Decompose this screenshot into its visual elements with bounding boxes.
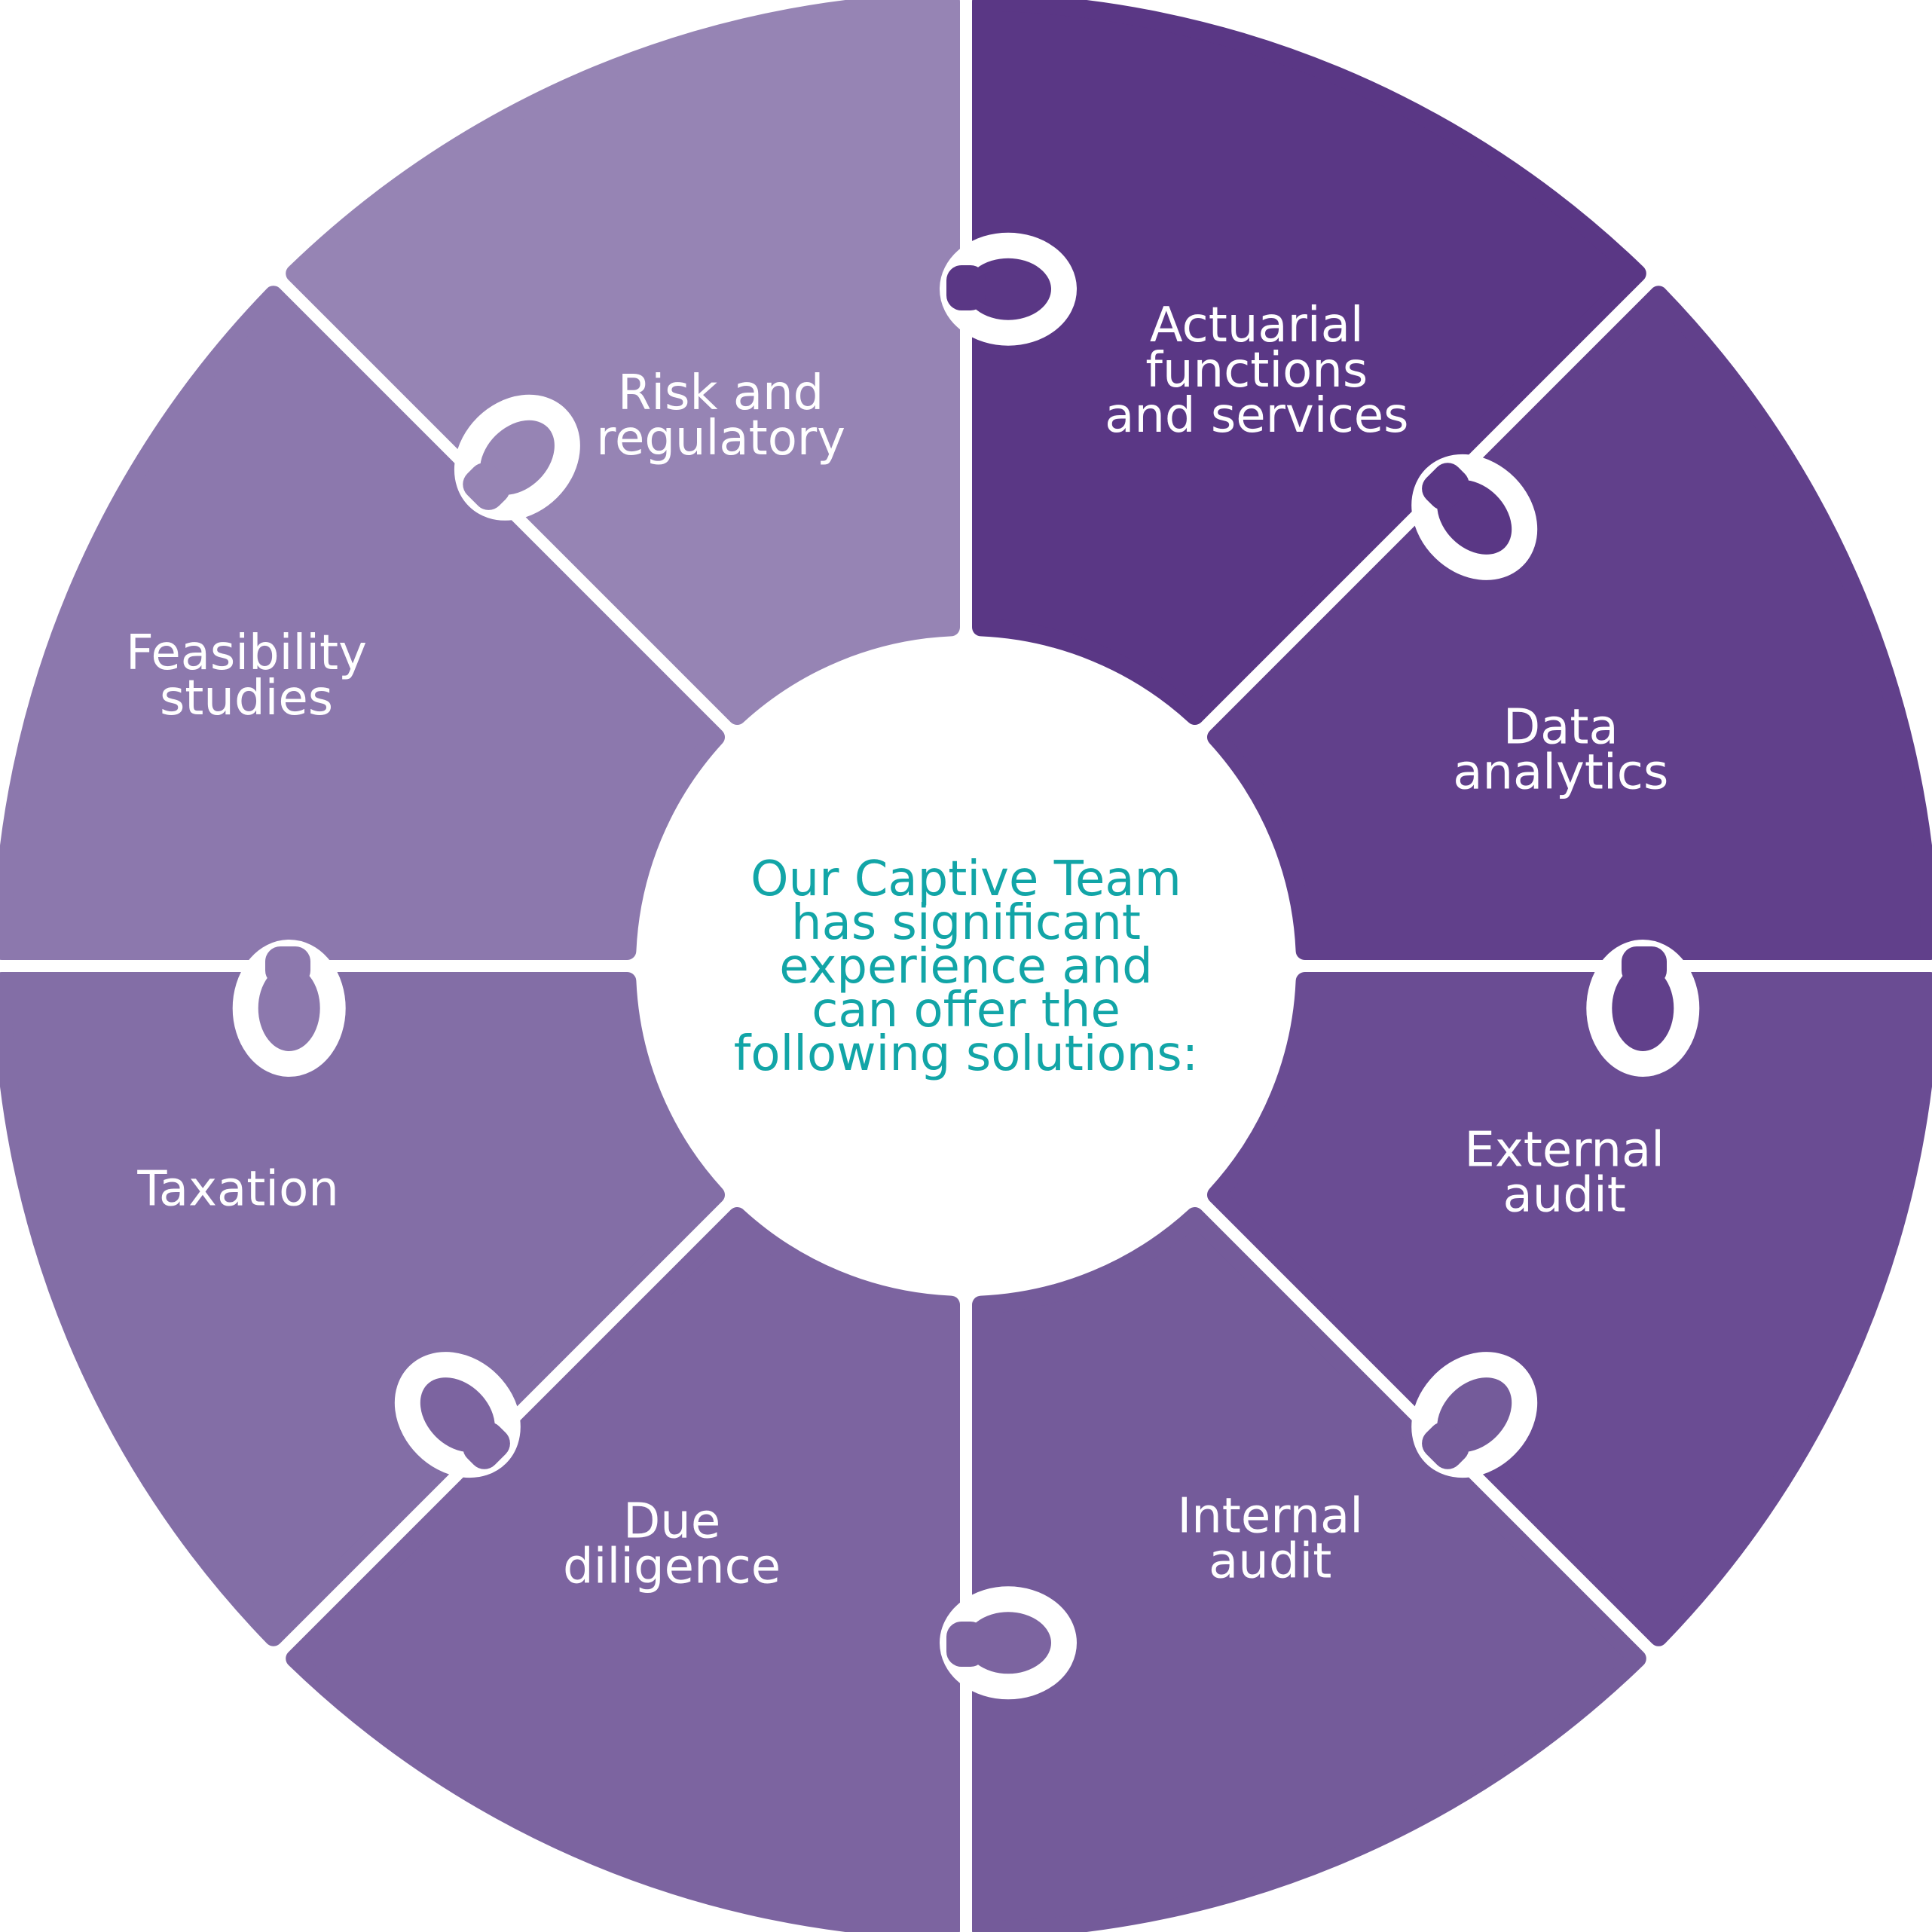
segment-label-line: audit [1503,1168,1626,1224]
segment-label-line: analytics [1453,745,1668,801]
puzzle-segment [972,1207,1646,1932]
segment-label: Taxation [136,1161,338,1217]
puzzle-knob-neck [463,1422,510,1469]
segment-label-line: regulatory [596,411,845,466]
segment-label-line: and services [1105,388,1408,444]
puzzle-segment [286,1207,960,1932]
segment-label-line: Actuarial [1150,298,1364,353]
puzzle-segment [286,0,960,725]
segment-label-line: functions [1145,343,1368,399]
puzzle-knob-neck [463,463,510,510]
puzzle-segment [1207,286,1932,960]
center-statement-line: following solutions: [734,1026,1198,1082]
puzzle-segment [0,972,725,1646]
segment-label-line: Due [623,1493,720,1549]
center-statement-line: Our Captive Team [750,851,1182,907]
center-statement-line: experience and [779,939,1152,995]
segment-label-line: diligence [563,1539,781,1594]
center-statement-line: can offer the [812,983,1120,1038]
segment-label-line: audit [1209,1533,1331,1589]
puzzle-knob-neck [265,946,310,986]
puzzle-segment [972,0,1646,725]
segment-label-line: Data [1503,700,1619,756]
segment-label-line: studies [160,671,333,726]
puzzle-knob-neck [1622,946,1667,986]
center-statement-line: has significant [791,895,1141,951]
segment-label-line: Feasibility [126,625,367,681]
puzzle-knob-neck [946,265,986,310]
segment-label-line: Internal [1177,1488,1363,1544]
puzzle-knob-neck [946,1622,986,1667]
puzzle-knob-neck [1422,1422,1469,1469]
segment-label-line: External [1464,1123,1665,1178]
segment-label-line: Taxation [136,1161,338,1217]
puzzle-knobs [232,232,1700,1700]
segment-label-line: Risk and [618,365,824,421]
puzzle-knob-neck [1422,463,1469,510]
puzzle-segment [0,286,725,960]
puzzle-segment [1207,972,1932,1646]
